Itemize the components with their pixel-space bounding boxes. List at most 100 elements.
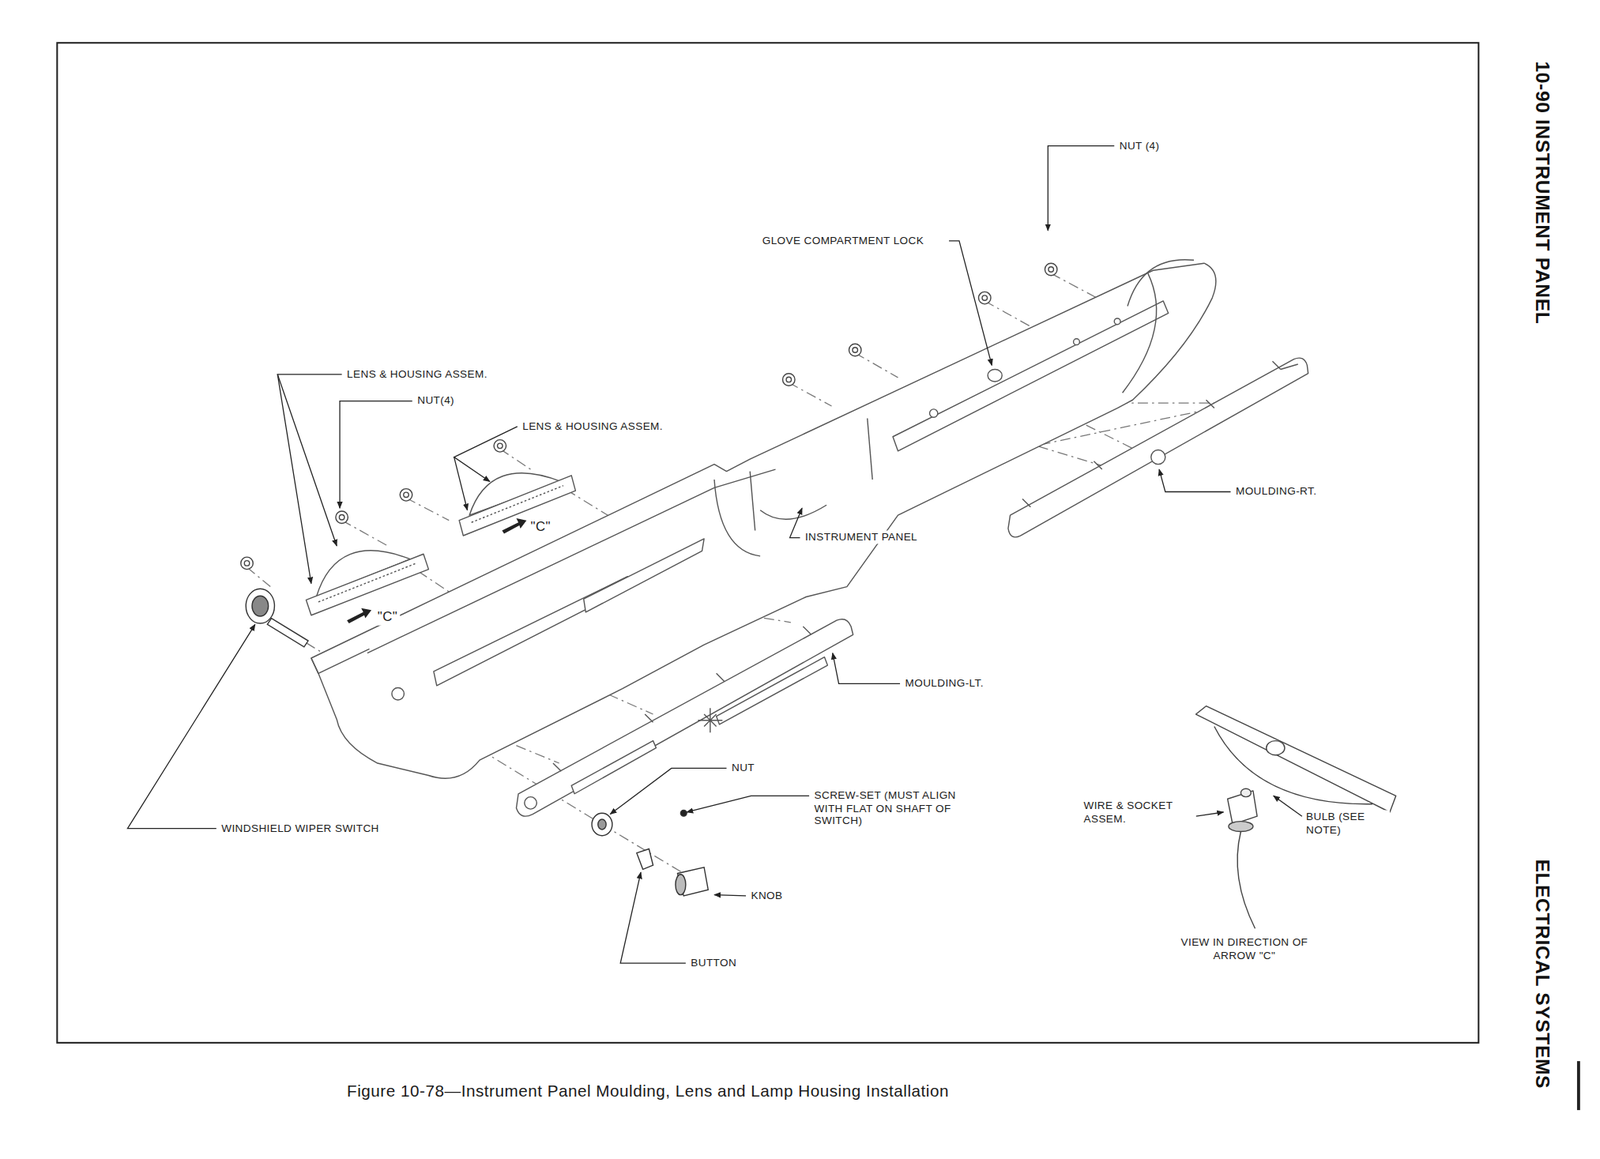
leader-lines — [127, 146, 1302, 964]
part-name: KNOB — [749, 888, 785, 902]
figure-frame — [56, 42, 1479, 1043]
nuts-part — [783, 373, 795, 386]
assembly-centerlines-part — [342, 520, 388, 546]
nuts-part — [848, 343, 861, 356]
instrument-panel-part — [760, 504, 827, 520]
instrument-panel-part — [749, 471, 755, 531]
nuts — [240, 263, 1058, 569]
assembly-centerlines-part — [602, 824, 694, 880]
instrument-panel-part — [367, 469, 776, 653]
leader-lines-part — [127, 624, 255, 829]
part-name: BULB (SEE NOTE) — [1303, 809, 1390, 836]
figure-caption: Figure 10-78—Instrument Panel Moulding, … — [346, 1082, 949, 1101]
part-name: NUT(4) — [415, 394, 457, 407]
moulding-right-part — [1151, 450, 1166, 465]
leader-lines-part — [277, 374, 342, 546]
small-parts-part — [598, 819, 607, 830]
wiper-switch-part — [267, 618, 309, 648]
part-name: NUT — [729, 760, 757, 774]
leader-lines-part — [1159, 469, 1231, 492]
nuts-part — [982, 295, 987, 301]
leader-lines-part — [790, 508, 802, 538]
wiper-switch-part — [245, 588, 275, 624]
lens-housing-right-part — [501, 518, 527, 534]
inset-view-part — [1196, 706, 1397, 813]
assembly-centerlines-part — [406, 497, 449, 520]
nuts-part — [497, 443, 503, 448]
nuts-part — [1048, 267, 1054, 272]
lens-housing-left-part — [318, 563, 417, 603]
part-name: MOULDING-RT. — [1233, 484, 1319, 497]
nuts-part — [493, 440, 506, 452]
small-parts-part — [680, 809, 687, 817]
view-note: VIEW IN DIRECTION OF ARROW "C" — [1173, 935, 1316, 962]
nuts-part — [403, 492, 409, 497]
leader-lines-part — [454, 426, 518, 482]
instrument-panel-part — [1114, 318, 1121, 325]
instrument-panel-part — [1073, 338, 1081, 346]
assembly-centerlines-part — [854, 353, 898, 378]
leader-lines-part — [454, 457, 468, 511]
moulding-left-part — [553, 626, 812, 772]
view-arrow-label: "C" — [528, 518, 553, 535]
instrument-panel-part — [892, 301, 1169, 452]
moulding-left-part — [524, 797, 537, 810]
moulding-right — [1008, 357, 1309, 538]
nuts-part — [786, 376, 791, 382]
instrument-panel-part — [929, 409, 938, 418]
inset-view-part — [1214, 726, 1373, 805]
leader-lines-part — [1047, 146, 1115, 231]
nuts-part — [244, 560, 249, 566]
nuts-part — [399, 489, 412, 501]
inset-view — [1196, 706, 1397, 930]
inset-view-part — [1240, 788, 1251, 797]
part-name: LENS & HOUSING ASSEM. — [345, 367, 490, 381]
instrument-panel-part — [867, 417, 873, 479]
view-arrow-label: "C" — [375, 609, 400, 625]
nuts-part — [240, 557, 253, 569]
moulding-left-part — [571, 741, 656, 795]
instrument-panel-part — [1127, 259, 1194, 307]
leader-lines-part — [686, 795, 810, 813]
lens-housing-left-part — [305, 553, 429, 615]
nuts-part — [338, 515, 344, 520]
leader-lines-part — [339, 401, 413, 509]
wiper-switch-part — [252, 595, 269, 617]
instrument-panel-part — [1122, 273, 1157, 393]
small-parts-part — [591, 813, 613, 836]
moulding-right-part — [1008, 357, 1309, 538]
leader-lines-part — [948, 240, 992, 366]
nuts-part — [335, 511, 348, 524]
moulding-left-part — [515, 619, 853, 817]
moulding-left-part — [716, 657, 829, 725]
instrument-panel-part — [391, 687, 404, 700]
part-name: BUTTON — [688, 956, 739, 969]
leader-lines-part — [620, 872, 686, 964]
nuts-part — [978, 291, 991, 304]
assembly-centerlines-part — [500, 448, 531, 470]
part-name: INSTRUMENT PANEL — [802, 530, 919, 544]
part-name: WIRE & SOCKET ASSEM. — [1081, 798, 1197, 825]
leader-lines-part — [1273, 795, 1303, 817]
assembly-centerlines-part — [788, 382, 832, 407]
leader-lines-part — [609, 768, 727, 814]
moulding-right-part — [1280, 364, 1299, 369]
instrument-panel-part — [311, 263, 1216, 779]
moulding-left-part — [697, 707, 723, 733]
assembly-centerlines-part — [247, 567, 272, 588]
lens-housing-right — [459, 473, 576, 536]
nuts-part — [1044, 263, 1057, 275]
inset-view-part — [1228, 821, 1254, 832]
part-name: MOULDING-LT. — [903, 676, 987, 689]
moulding-left — [515, 619, 853, 817]
instrument-panel-part — [714, 479, 761, 557]
leader-lines-part — [277, 374, 312, 584]
assembly-centerlines-part — [984, 301, 1031, 327]
lens-housing-right-part — [459, 475, 576, 536]
part-name: WINDSHIELD WIPER SWITCH — [219, 821, 382, 835]
inset-view-part — [1237, 832, 1255, 930]
edge-rule — [1577, 1061, 1581, 1111]
instrument-panel-part — [987, 369, 1002, 382]
